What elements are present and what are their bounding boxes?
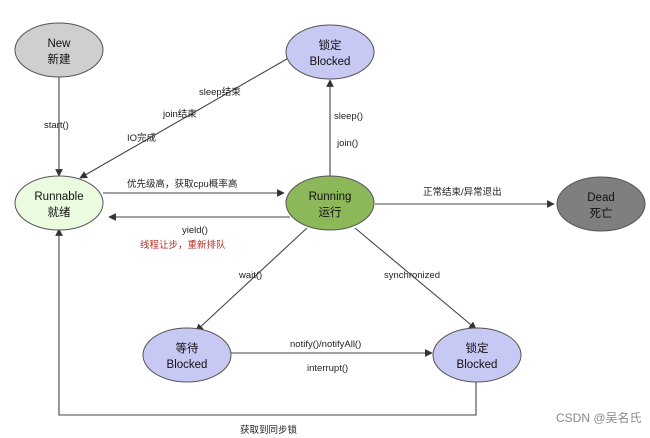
state-waiting-label-en: Blocked xyxy=(167,359,208,371)
edge-running-to-blocked-right xyxy=(354,227,477,330)
state-blocked-right-label-cn: 锁定 xyxy=(466,341,489,355)
state-blocked-top: 锁定 Blocked xyxy=(285,24,375,80)
state-runnable: Runnable 就绪 xyxy=(14,175,104,231)
label-start: start() xyxy=(44,120,69,131)
watermark: CSDN @吴名氏 xyxy=(556,410,642,425)
state-running: Running 运行 xyxy=(285,175,375,231)
state-runnable-label-cn: 就绪 xyxy=(48,205,71,219)
state-waiting-label-cn: 等待 xyxy=(176,341,199,355)
edge-blocked-to-runnable xyxy=(79,55,293,179)
state-dead-label-cn: 死亡 xyxy=(590,206,613,220)
label-notify: notify()/notifyAll() xyxy=(290,339,361,350)
label-sleep: sleep() xyxy=(334,111,363,122)
edges xyxy=(55,55,555,416)
state-blocked-right: 锁定 Blocked xyxy=(432,327,522,383)
state-blocked-right-label-en: Blocked xyxy=(457,359,498,371)
label-acquire-lock: 获取到同步锁 xyxy=(240,424,298,436)
label-join: join() xyxy=(336,138,358,149)
edge-running-to-waiting xyxy=(195,227,308,332)
state-new: New 新建 xyxy=(14,22,104,78)
state-blocked-top-label-en: Blocked xyxy=(310,56,351,68)
label-priority: 优先级高，获取cpu概率高 xyxy=(127,178,237,190)
state-runnable-label-en: Runnable xyxy=(34,191,83,203)
label-join-end: join结束 xyxy=(162,108,197,120)
label-io-done: IO完成 xyxy=(127,132,157,144)
state-running-label-en: Running xyxy=(309,191,352,203)
label-synchronized: synchronized xyxy=(384,270,440,281)
state-dead: Dead 死亡 xyxy=(556,176,646,232)
label-sleep-end: sleep结束 xyxy=(199,86,241,98)
state-new-label-cn: 新建 xyxy=(48,52,71,66)
edge-blocked-right-to-runnable xyxy=(55,228,477,416)
state-blocked-top-label-cn: 锁定 xyxy=(319,38,342,52)
state-waiting: 等待 Blocked xyxy=(142,327,232,383)
state-running-label-cn: 运行 xyxy=(319,206,342,219)
label-yield-note: 线程让步，重新排队 xyxy=(140,239,226,251)
state-dead-label-en: Dead xyxy=(587,192,615,204)
label-yield: yield() xyxy=(182,225,208,236)
label-wait: wait() xyxy=(238,270,262,281)
label-interrupt: interrupt() xyxy=(307,363,348,374)
nodes: New 新建 Runnable 就绪 锁定 Blocked Running 运行… xyxy=(14,22,646,383)
label-normal-exit: 正常结束/异常退出 xyxy=(423,186,502,198)
state-new-label-en: New xyxy=(47,38,71,50)
edge-labels: start() sleep结束 join结束 IO完成 sleep() join… xyxy=(44,86,502,436)
